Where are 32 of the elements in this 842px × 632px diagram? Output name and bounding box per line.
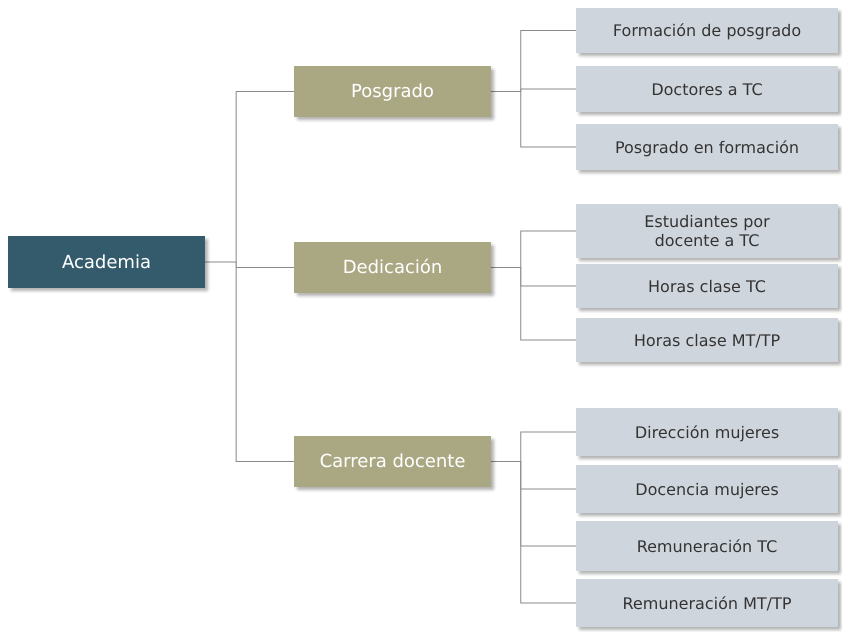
indicator-box bbox=[576, 204, 838, 258]
indicator-box bbox=[576, 66, 838, 112]
indicator-box bbox=[576, 521, 838, 571]
node-label: Horas clase TC bbox=[647, 276, 767, 296]
indicator-box bbox=[576, 318, 838, 362]
node-label: Doctores a TC bbox=[650, 80, 764, 98]
node-label: Remuneración MT/TP bbox=[622, 594, 792, 612]
indicator-box bbox=[576, 8, 838, 53]
node-label: Remuneración TC bbox=[636, 536, 778, 556]
node-label: Formación de posgrado bbox=[612, 21, 802, 40]
node-label: Posgrado bbox=[350, 81, 435, 102]
node-label: Posgrado en formación bbox=[614, 138, 800, 156]
node-label: Horas clase MT/TP bbox=[632, 330, 782, 350]
node-label: Estudiantes por docente a TC bbox=[643, 212, 771, 250]
root-box bbox=[8, 236, 205, 288]
connector-line bbox=[490, 461, 576, 604]
node-label: Carrera docente bbox=[318, 451, 466, 472]
node-label: Docencia mujeres bbox=[634, 480, 780, 498]
connector-line bbox=[490, 267, 576, 340]
node-label: Dirección mujeres bbox=[634, 422, 780, 442]
indicator-box bbox=[576, 465, 838, 513]
connector-line bbox=[490, 91, 576, 148]
indicator-box bbox=[576, 579, 838, 627]
indicator-box bbox=[576, 264, 838, 308]
category-box bbox=[294, 242, 491, 293]
connector-line bbox=[204, 262, 294, 462]
indicator-box bbox=[576, 124, 838, 170]
category-box bbox=[294, 66, 491, 117]
node-label: Academia bbox=[61, 252, 152, 272]
category-box bbox=[294, 436, 491, 487]
indicator-box bbox=[576, 408, 838, 456]
node-label: Dedicación bbox=[342, 257, 444, 278]
